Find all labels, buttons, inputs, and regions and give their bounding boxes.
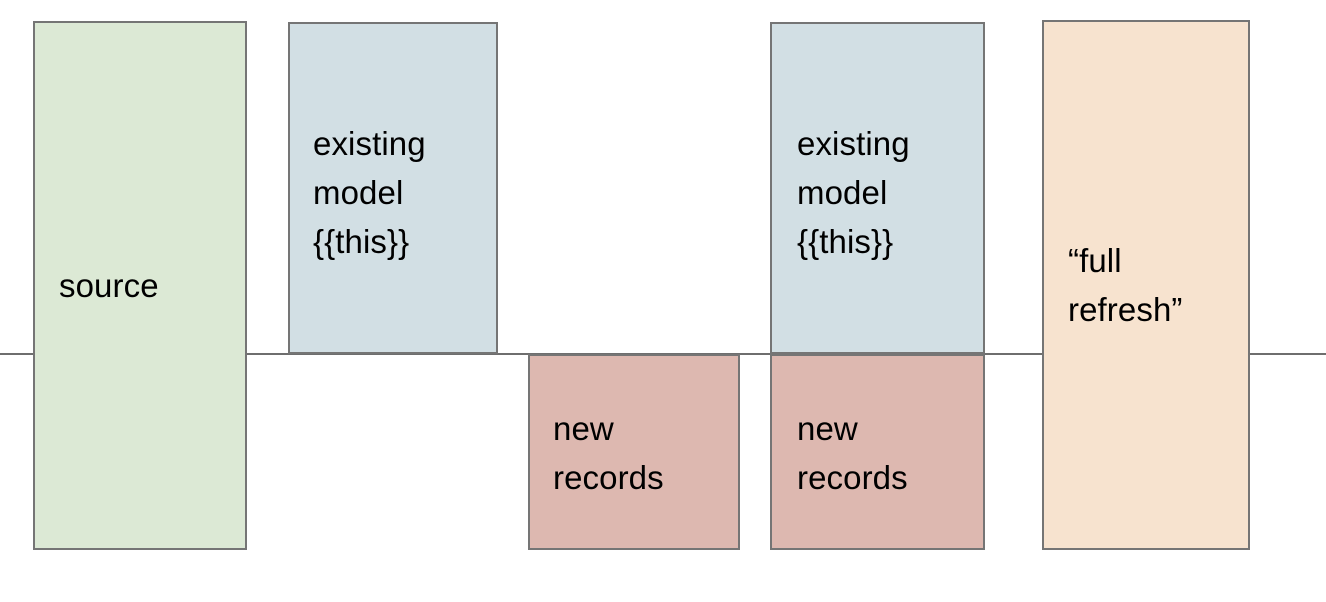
box-new-records-2-label: new records	[797, 410, 908, 496]
box-new-records-1-label: new records	[553, 410, 664, 496]
box-new-records-1[interactable]: new records	[528, 354, 740, 550]
box-existing-model-2[interactable]: existing model {{this}}	[770, 22, 985, 354]
box-source-label: source	[59, 267, 159, 304]
box-new-records-2[interactable]: new records	[770, 354, 985, 550]
box-existing-model-2-label: existing model {{this}}	[797, 125, 910, 260]
box-existing-model-1-label: existing model {{this}}	[313, 125, 426, 260]
box-source[interactable]: source	[33, 21, 247, 550]
box-full-refresh-label: “full refresh”	[1068, 242, 1183, 328]
box-existing-model-1[interactable]: existing model {{this}}	[288, 22, 498, 354]
box-full-refresh[interactable]: “full refresh”	[1042, 20, 1250, 550]
